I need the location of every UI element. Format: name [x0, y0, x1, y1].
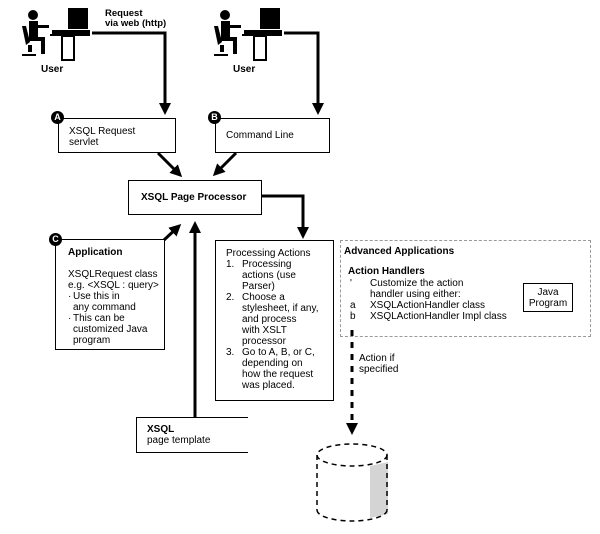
step-line: Go to A, B, or C, — [242, 347, 315, 358]
item-line: XSQLActionHandler class — [370, 300, 486, 311]
step-line: Processing — [242, 259, 292, 270]
arrow-processor-to-actions — [261, 194, 309, 239]
step-number: 2. — [226, 292, 235, 303]
java-program-line: Program — [528, 298, 568, 309]
item-line: XSQLActionHandler Impl class — [370, 311, 507, 322]
step-line: how the request — [242, 369, 314, 380]
arrow-application-to-processor — [162, 223, 182, 242]
application-bullet: · This can be customized Java program — [68, 313, 159, 346]
bullet-text: Use this in any command — [73, 291, 136, 313]
action-label-line: Action if — [359, 353, 395, 364]
bullet-text: This can be customized Java program — [73, 313, 147, 346]
step-text: Choose a stylesheet, if any, and process… — [242, 292, 319, 347]
bullet-line: any command — [73, 302, 136, 313]
application-box[interactable]: Application XSQLRequest class e.g. <XSQL… — [55, 239, 165, 350]
bullet-line: program — [73, 335, 111, 346]
step-line: with XSLT — [242, 325, 287, 336]
action-handler-item: a XSQLActionHandler class — [350, 300, 507, 311]
bullet-line: Use this in — [73, 291, 120, 302]
badge-b: B — [208, 111, 221, 124]
action-handler-item: ' Customize the action handler using eit… — [350, 278, 507, 300]
step-line: actions (use — [242, 270, 296, 281]
application-line: XSQLRequest class — [68, 269, 158, 280]
servlet-label: XSQL Request servlet — [69, 126, 135, 148]
application-title: Application — [68, 247, 123, 258]
step-line: was placed. — [242, 380, 295, 391]
request-label-line: Request — [105, 8, 143, 19]
action-handler-item: b XSQLActionHandler Impl class — [350, 311, 507, 322]
step-line: processor — [242, 336, 286, 347]
bullet-line: customized Java — [73, 324, 148, 335]
java-program-line: Java — [537, 287, 559, 298]
arrow-servlet-to-processor — [156, 151, 183, 178]
step-number: 3. — [226, 347, 235, 358]
step-line: depending on — [242, 358, 303, 369]
application-bullet: · Use this in any command — [68, 291, 159, 313]
template-subtitle: page template — [147, 435, 211, 446]
advanced-applications-box[interactable]: Advanced Applications Action Handlers ' … — [340, 240, 591, 337]
processing-step: 3. Go to A, B, or C, depending on how th… — [226, 347, 319, 391]
bullet-marker: · — [68, 291, 72, 302]
badge-a: A — [51, 111, 64, 124]
arrow-user2-to-command-line — [284, 31, 324, 115]
request-label-line: via web (http) — [105, 18, 167, 29]
item-line: handler using either: — [370, 289, 461, 300]
java-program-label: Java Program — [524, 284, 572, 309]
item-text: Customize the action handler using eithe… — [370, 278, 463, 300]
application-body: XSQLRequest class e.g. <XSQL : query> · … — [68, 269, 159, 346]
user-label: User — [41, 64, 64, 75]
servlet-label-line: servlet — [69, 137, 99, 148]
xsql-page-processor-box[interactable]: XSQL Page Processor — [128, 180, 262, 215]
item-marker: ' — [350, 278, 352, 289]
arrow-user1-to-servlet — [92, 31, 171, 115]
item-marker: b — [350, 311, 356, 322]
request-label: Request via web (http) — [105, 9, 166, 29]
arrow-command-line-to-processor — [212, 151, 238, 177]
step-line: stylesheet, if any, — [242, 303, 319, 314]
step-line: Choose a — [242, 292, 285, 303]
action-if-specified-label: Action if specified — [359, 353, 398, 375]
command-line-box[interactable]: Command Line — [215, 118, 330, 153]
user-at-computer-icon — [22, 8, 90, 61]
user-label: User — [233, 64, 256, 75]
processing-step: 2. Choose a stylesheet, if any, and proc… — [226, 292, 319, 347]
action-handlers-title: Action Handlers — [348, 266, 425, 277]
step-line: and process — [242, 314, 297, 325]
xsql-page-template-box[interactable]: XSQL page template — [136, 417, 248, 453]
item-line: Customize the action — [370, 278, 464, 289]
step-text: Processing actions (use Parser) — [242, 259, 296, 292]
action-handlers-list: ' Customize the action handler using eit… — [350, 278, 507, 322]
step-number: 1. — [226, 259, 235, 270]
processor-label: XSQL Page Processor — [141, 192, 247, 203]
processing-step: 1. Processing actions (use Parser) — [226, 259, 319, 292]
servlet-label-line: XSQL Request — [69, 126, 136, 137]
advanced-title: Advanced Applications — [344, 246, 455, 257]
badge-c: C — [49, 233, 62, 246]
item-marker: a — [350, 300, 356, 311]
user-at-computer-icon — [214, 8, 282, 61]
step-line: Parser) — [242, 281, 275, 292]
template-title: XSQL — [147, 424, 175, 435]
java-program-box[interactable]: Java Program — [523, 283, 573, 312]
processing-actions-title: Processing Actions — [226, 248, 311, 259]
action-label-line: specified — [359, 364, 399, 375]
processing-actions-list: 1. Processing actions (use Parser) 2. Ch… — [226, 259, 319, 391]
xsql-request-servlet-box[interactable]: XSQL Request servlet — [58, 118, 176, 153]
step-text: Go to A, B, or C, depending on how the r… — [242, 347, 315, 391]
template-label: XSQL page template — [147, 424, 210, 446]
application-line: e.g. <XSQL : query> — [68, 280, 159, 291]
bullet-line: This can be — [73, 313, 125, 324]
database-cylinder-icon — [316, 443, 388, 522]
command-line-label: Command Line — [226, 130, 294, 141]
processing-actions-box[interactable]: Processing Actions 1. Processing actions… — [215, 240, 334, 401]
bullet-marker: · — [68, 313, 72, 324]
